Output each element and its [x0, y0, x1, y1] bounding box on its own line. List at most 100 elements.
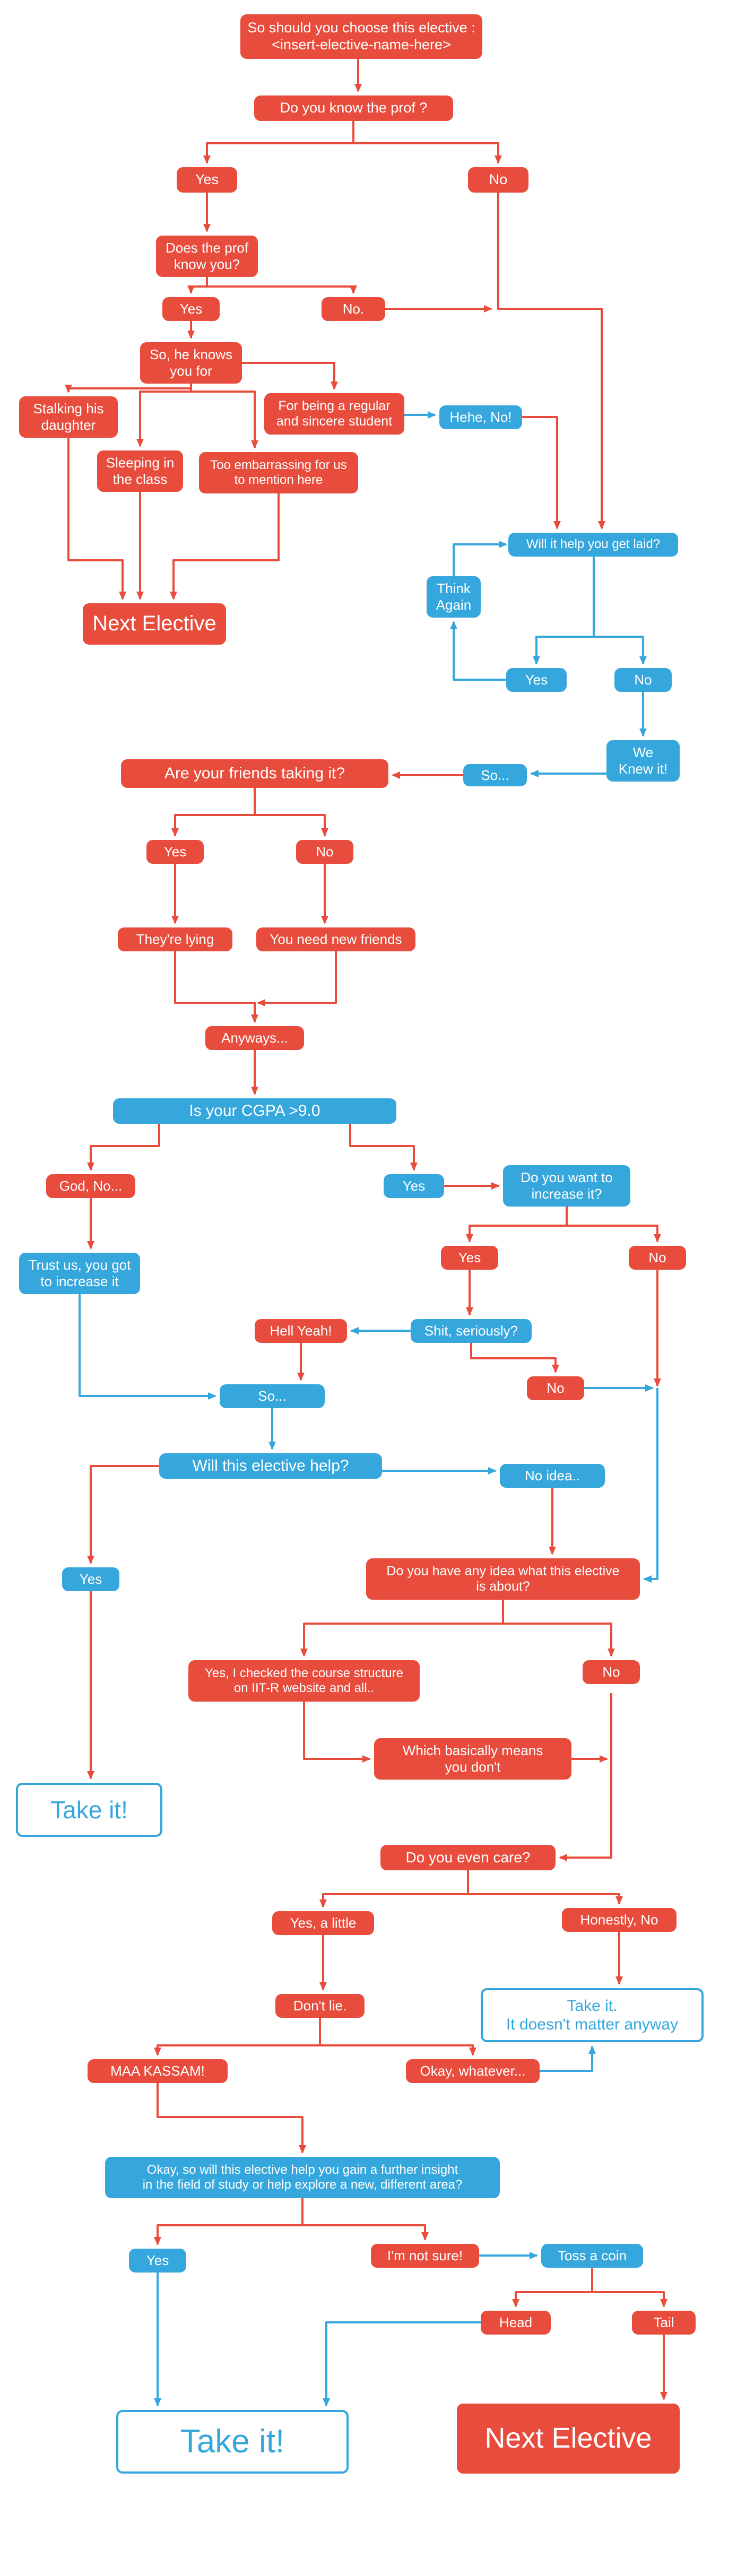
connector-edge [319, 1870, 469, 1908]
node-friends: Are your friends taking it? [121, 759, 388, 788]
node-basically: Which basically means you don't [374, 1738, 571, 1780]
connector-edge [87, 1124, 160, 1171]
node-take-it-2: Take it. It doesn't matter anyway [481, 1988, 704, 2042]
connector-edge [593, 557, 647, 665]
connector-edge [257, 951, 337, 1007]
node-prof-know-you: Does the prof know you? [156, 236, 258, 277]
node-we-knew: We Knew it! [606, 740, 680, 782]
node-god-no: God, No... [46, 1174, 135, 1198]
connector-edge [466, 1207, 568, 1243]
node-take-it-1: Take it! [16, 1783, 162, 1837]
node-gl-yes: Yes [506, 668, 567, 692]
connector-edge [154, 2198, 304, 2245]
connector-edge [206, 277, 357, 294]
node-care: Do you even care? [380, 1845, 556, 1870]
node-bq-yes: Yes [129, 2249, 186, 2273]
node-ss-no: No [527, 1376, 584, 1400]
connector-edge [303, 1702, 371, 1763]
node-embarrassing: Too embarrassing for us to mention here [199, 452, 358, 493]
connector-edge [170, 493, 280, 600]
node-okay-whatever: Okay, whatever... [406, 2059, 540, 2083]
connector-edge [533, 557, 595, 665]
node-anyways: Anyways... [205, 1026, 304, 1050]
connector-edge [67, 438, 126, 600]
node-pky-yes: Yes [162, 297, 220, 321]
connector-edge [87, 1465, 159, 1564]
node-checked: Yes, I checked the course structure on I… [188, 1660, 420, 1702]
node-increase: Do you want to increase it? [503, 1165, 630, 1207]
connector-edge [467, 1870, 623, 1905]
node-not-sure: I'm not sure! [371, 2244, 479, 2268]
node-think-again: Think Again [427, 576, 481, 618]
node-maa-kassam: MAA KASSAM! [88, 2059, 228, 2083]
connector-edge [171, 788, 256, 837]
node-next-elective-1: Next Elective [83, 603, 226, 645]
node-lying: They're lying [118, 927, 232, 951]
connector-edge [497, 193, 605, 530]
connector-edge [566, 1207, 661, 1243]
connector-edge [522, 416, 561, 530]
connector-edge [512, 2268, 593, 2308]
node-gl-no: No [614, 668, 672, 692]
connector-edge [559, 1693, 612, 1861]
connector-edge [242, 362, 338, 390]
node-any-idea: Do you have any idea what this elective … [366, 1558, 640, 1600]
node-shit-seriously: Shit, seriously? [411, 1319, 532, 1343]
connector-edge [323, 2321, 481, 2407]
node-get-laid: Will it help you get laid? [508, 533, 678, 557]
node-care-yes: Yes, a little [272, 1911, 374, 1935]
connector-edge [174, 951, 258, 1023]
node-know-prof: Do you know the prof ? [254, 96, 453, 121]
node-toss-coin: Toss a coin [541, 2244, 643, 2268]
node-cgpa-yes: Yes [384, 1174, 444, 1198]
node-kp-yes: Yes [177, 167, 237, 193]
connector-edge [349, 1124, 418, 1171]
connector-edge [450, 621, 506, 681]
connector-edge [319, 2018, 476, 2056]
node-fr-yes: Yes [146, 840, 204, 864]
node-cgpa: Is your CGPA >9.0 [113, 1098, 396, 1124]
connector-edge [254, 788, 328, 837]
node-head: Head [481, 2311, 551, 2335]
connector-edge [154, 2018, 321, 2056]
node-dont-lie: Don't lie. [275, 1994, 365, 2018]
connector-edge [190, 384, 258, 449]
node-inc-yes: Yes [441, 1246, 498, 1270]
node-knows-you-for: So, he knows you for [140, 342, 242, 384]
node-ai-no: No [583, 1660, 640, 1684]
connector-edge [352, 121, 502, 164]
connector-edge [79, 1294, 216, 1400]
node-eh-yes: Yes [62, 1567, 119, 1591]
connector-edge [470, 1343, 559, 1373]
node-elective-help: Will this elective help? [159, 1453, 382, 1479]
connector-edge [502, 1600, 615, 1657]
node-regular: For being a regular and sincere student [264, 393, 404, 435]
node-kp-no: No [468, 167, 528, 193]
connector-edge [157, 2083, 306, 2154]
connector-edge [300, 1600, 504, 1657]
connector-edge [591, 2268, 667, 2308]
node-tail: Tail [632, 2311, 696, 2335]
node-so-1: So... [463, 764, 527, 786]
node-hehe-no: Hehe, No! [439, 405, 522, 429]
node-fr-no: No [296, 840, 353, 864]
node-sleeping: Sleeping in the class [97, 450, 183, 492]
connector-edge [203, 121, 354, 164]
node-so-2: So... [220, 1384, 325, 1408]
node-inc-no: No [629, 1246, 686, 1270]
node-new-friends: You need new friends [256, 927, 415, 951]
connector-edge [453, 541, 507, 576]
node-pky-no: No. [322, 297, 385, 321]
node-big-question: Okay, so will this elective help you gai… [105, 2157, 500, 2198]
node-hell-yeah: Hell Yeah! [255, 1319, 347, 1343]
connector-edge [187, 277, 208, 294]
connector-edge [540, 2045, 596, 2072]
node-take-it-final: Take it! [116, 2410, 349, 2474]
node-no-idea: No idea.. [500, 1464, 605, 1488]
node-next-elective-final: Next Elective [457, 2404, 680, 2474]
node-title: So should you choose this elective : <in… [240, 14, 482, 59]
connector-edge [643, 1388, 658, 1583]
node-trust-us: Trust us, you got to increase it [19, 1253, 140, 1294]
